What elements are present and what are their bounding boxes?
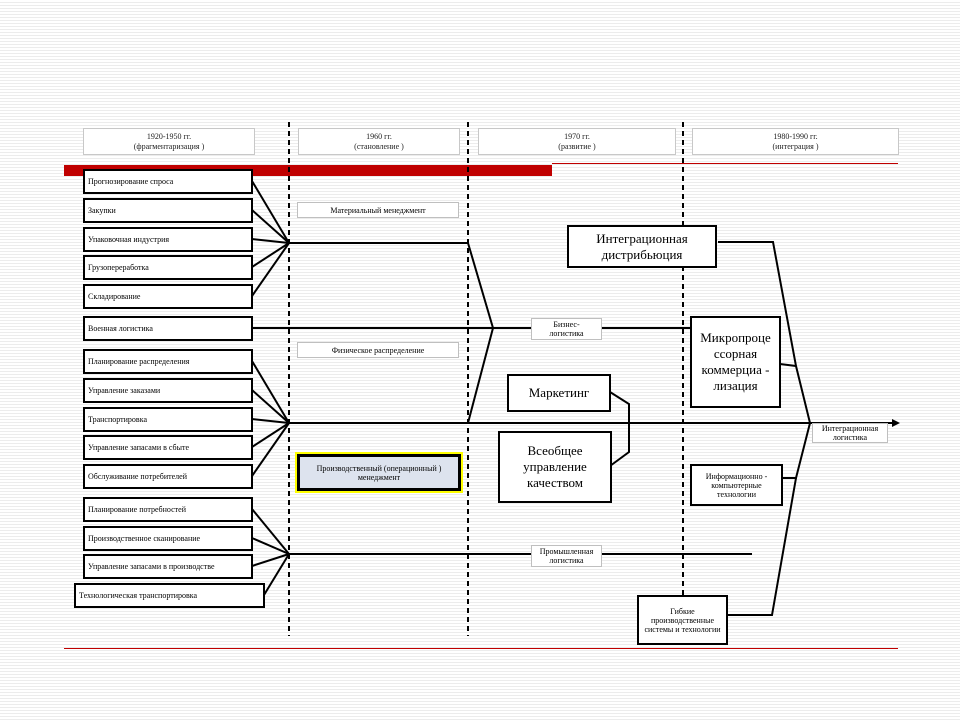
flexible-systems-box: Гибкие производственные системы и технол… [637,595,728,645]
quality-management-box: Всеобщее управление качеством [498,431,612,503]
period-header-4: 1980-1990 гг. (интеграция ) [692,128,899,155]
period-header-2: 1960 гг. (становление ) [298,128,460,155]
industrial-logistics-label: Промышленная логистика [539,547,594,565]
list-item: Управление заказами [83,378,253,403]
period-name: (фрагментаризация ) [133,141,205,151]
integration-distribution-box: Интеграционная дистрибьюция [567,225,717,268]
list-item: Обслуживание потребителей [83,464,253,489]
industrial-logistics-box: Промышленная логистика [531,545,602,567]
period-years: 1960 гг. [366,131,392,141]
bottom-red-line [64,648,898,649]
info-tech-label: Информационно - компьютерные технологии [705,471,768,499]
list-item: Планирование распределения [83,349,253,374]
integration-logistics-label: Интеграционная логистика [821,424,879,442]
microprocessor-label: Микропроце ссорная коммерциа - лизация [700,330,771,393]
info-tech-box: Информационно - компьютерные технологии [690,464,783,506]
period-header-3: 1970 гг. (развитие ) [478,128,676,155]
period-years: 1920-1950 гг. [146,131,192,141]
list-item: Складирование [83,284,253,309]
integration-distribution-label: Интеграционная дистрибьюция [596,230,688,262]
list-item: Прогнозирование спроса [83,169,253,194]
list-item: Технологическая транспортировка [74,583,265,608]
list-item: Грузопереработка [83,255,253,280]
list-item: Упаковочная индустрия [83,227,253,252]
marketing-box: Маркетинг [507,374,611,412]
list-item: Управление запасами в производстве [83,554,253,579]
period-years: 1970 гг. [564,131,590,141]
integration-logistics-box: Интеграционная логистика [812,423,888,443]
production-management-box: Производственный (операционный ) менеджм… [295,452,463,493]
quality-management-label: Всеобщее управление качеством [523,443,587,490]
top-red-line [552,163,898,164]
list-item: Управление запасами в сбыте [83,435,253,460]
list-item: Производственное сканирование [83,526,253,551]
business-logistics-box: Бизнес-логистика [531,318,602,340]
period-header-1: 1920-1950 гг. (фрагментаризация ) [83,128,255,155]
military-logistics-box: Военная логистика [83,316,253,341]
period-name: (развитие ) [558,141,596,151]
red-accent-bar [64,165,552,176]
physical-distribution-box: Физическое распределение [297,342,459,358]
material-management-box: Материальный менеджмент [297,202,459,218]
flexible-systems-label: Гибкие производственные системы и технол… [644,606,721,634]
list-item: Планирование потребностей [83,497,253,522]
business-logistics-label: Бизнес-логистика [549,320,584,338]
list-item: Закупки [83,198,253,223]
period-years: 1980-1990 гг. [773,131,818,141]
period-name: (становление ) [354,141,404,151]
microprocessor-box: Микропроце ссорная коммерциа - лизация [690,316,781,408]
period-name: (интеграция ) [772,141,819,151]
list-item: Транспортировка [83,407,253,432]
